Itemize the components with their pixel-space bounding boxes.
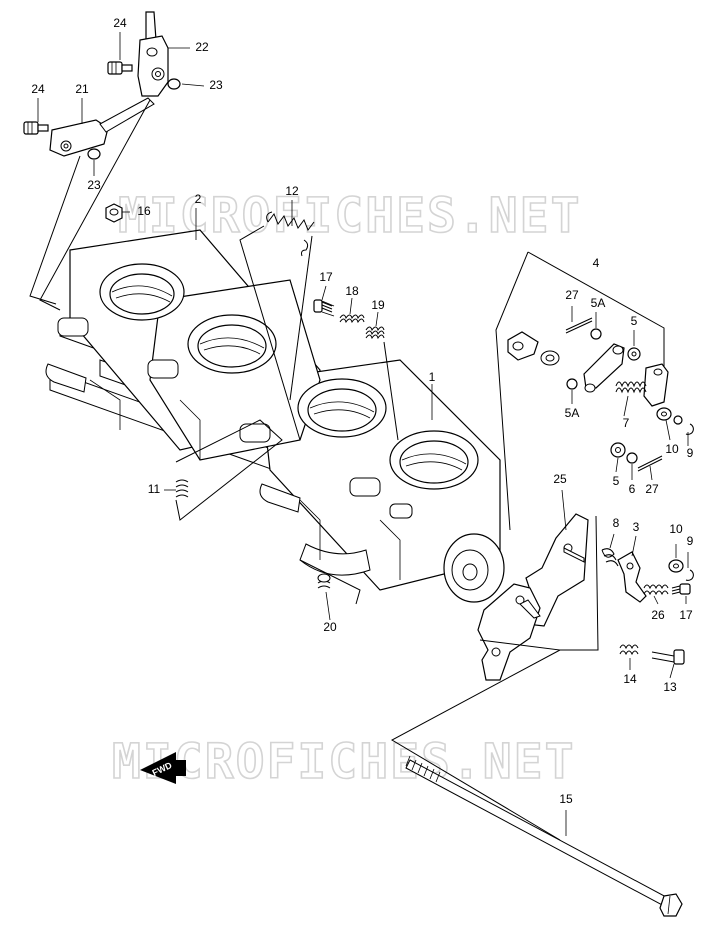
part-9-clip-low xyxy=(685,569,694,581)
part-14-spring xyxy=(619,644,639,656)
bell-mouth-4 xyxy=(389,430,479,490)
callout-16: 16 xyxy=(137,204,151,218)
callout-labels: 24 22 23 24 21 23 16 2 12 17 18 19 4 27 … xyxy=(31,16,693,806)
callout-17b: 17 xyxy=(679,608,693,622)
callout-4: 4 xyxy=(593,256,600,270)
callout-1: 1 xyxy=(429,370,436,384)
part-25-bracket xyxy=(477,513,589,681)
part-9-clip-top xyxy=(685,423,694,435)
fwd-arrow-icon: FWD xyxy=(140,752,186,784)
part-11-spring xyxy=(175,479,189,498)
part-4-linkage-arm xyxy=(507,331,669,407)
part-6-washer xyxy=(626,452,638,464)
callout-3: 3 xyxy=(633,520,640,534)
part-22-throttle-position-sensor xyxy=(137,11,169,97)
part-15-long-bolt xyxy=(405,755,683,917)
part-24-screw-top xyxy=(107,61,133,75)
part-17-screw-a xyxy=(313,299,335,317)
callout-10a: 10 xyxy=(665,442,679,456)
callout-9a: 9 xyxy=(687,446,694,460)
callout-23a: 23 xyxy=(209,78,223,92)
callout-10b: 10 xyxy=(669,522,683,536)
part-26-spring xyxy=(643,584,669,596)
callout-18: 18 xyxy=(345,284,359,298)
part-23-oring-left xyxy=(87,148,101,160)
part-27-pin-low xyxy=(637,455,663,472)
part-5-washer-low xyxy=(610,442,626,458)
part-8-spring xyxy=(601,548,619,567)
watermark-bottom: MICROFICHES.NET xyxy=(112,734,575,790)
callout-5Aa: 5A xyxy=(591,296,606,310)
callout-17a: 17 xyxy=(319,270,333,284)
part-3-lever xyxy=(617,551,647,603)
callout-6: 6 xyxy=(629,482,636,496)
leader-lines xyxy=(37,32,689,836)
bell-mouth-2 xyxy=(187,314,277,374)
part-5A-washer-mid xyxy=(566,378,578,390)
part-5A-washer-top xyxy=(590,328,602,340)
bell-mouth-3 xyxy=(297,378,387,438)
part-12-spring xyxy=(266,211,315,257)
callout-24b: 24 xyxy=(31,82,45,96)
part-10-washer-low xyxy=(668,559,684,573)
callout-13: 13 xyxy=(663,680,677,694)
callout-20: 20 xyxy=(323,620,337,634)
callout-19: 19 xyxy=(371,298,385,312)
part-19-spring xyxy=(365,326,385,340)
part-10-washer-top xyxy=(656,407,683,425)
callout-21: 21 xyxy=(75,82,89,96)
part-13-screw xyxy=(651,649,685,665)
callout-25: 25 xyxy=(553,472,567,486)
part-24-screw-left xyxy=(23,121,49,135)
callout-5b: 5 xyxy=(613,474,620,488)
callout-8: 8 xyxy=(613,516,620,530)
callout-22: 22 xyxy=(195,40,209,54)
part-20-spring xyxy=(317,573,331,589)
callout-7: 7 xyxy=(623,416,630,430)
part-17-screw-b xyxy=(671,583,691,595)
callout-5Ab: 5A xyxy=(565,406,580,420)
callout-2: 2 xyxy=(195,192,202,206)
injector-bosses xyxy=(57,317,413,519)
part-18-spring xyxy=(339,314,365,324)
callout-27b: 27 xyxy=(645,482,659,496)
part-1-throttle-body-assembly xyxy=(45,229,505,603)
part-23-oring-top xyxy=(167,78,181,90)
callout-14: 14 xyxy=(623,672,637,686)
callout-15: 15 xyxy=(559,792,573,806)
callout-5a: 5 xyxy=(631,314,638,328)
throttle-pulley xyxy=(443,533,505,603)
part-21-sensor-bracket xyxy=(49,97,155,157)
part-5-washer-top xyxy=(627,347,641,361)
callout-26: 26 xyxy=(651,608,665,622)
bell-mouth-1 xyxy=(99,263,185,321)
part-27-pin-top xyxy=(565,317,593,334)
callout-24a: 24 xyxy=(113,16,127,30)
callout-12: 12 xyxy=(285,184,299,198)
part-16-nut xyxy=(105,203,123,223)
callout-27a: 27 xyxy=(565,288,579,302)
callout-11: 11 xyxy=(148,482,161,496)
part-7-spring xyxy=(615,381,647,394)
callout-9b: 9 xyxy=(687,534,694,548)
callout-23b: 23 xyxy=(87,178,101,192)
